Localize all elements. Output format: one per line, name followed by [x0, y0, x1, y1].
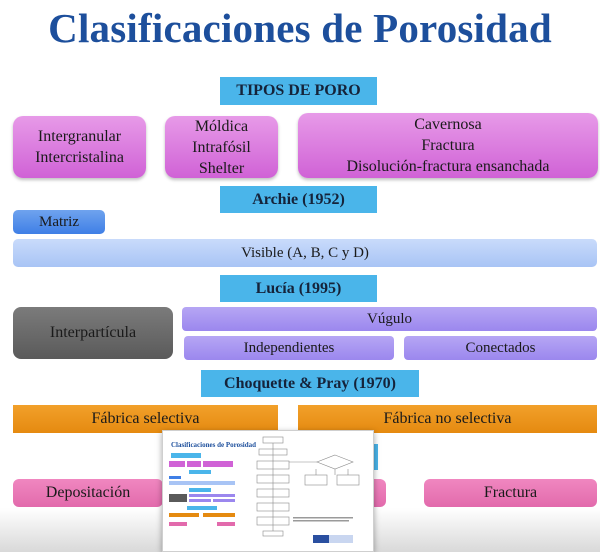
thumbnail-title: Clasificaciones de Porosidad: [171, 441, 257, 449]
header-lucia: Lucía (1995): [220, 275, 377, 302]
archie-matriz: Matriz: [13, 210, 105, 234]
page-title: Clasificaciones de Porosidad: [48, 5, 552, 51]
lucia-interparticula: Interpartícula: [13, 307, 173, 359]
fabrica-selectiva: Fábrica selectiva: [13, 405, 278, 433]
pore-type-cavernosa: Cavernosa Fractura Disolución-fractura e…: [298, 113, 598, 178]
lucia-conectados: Conectados: [404, 336, 597, 360]
thumbnail-preview-graphic: [169, 436, 360, 543]
video-thumbnail[interactable]: Clasificaciones de Porosidad: [162, 430, 374, 552]
depositacion: Depositación: [13, 479, 163, 507]
lucia-vugulo: Vúgulo: [182, 307, 597, 331]
archie-visible: Visible (A, B, C y D): [13, 239, 597, 267]
fabrica-no-selectiva: Fábrica no selectiva: [298, 405, 597, 433]
fractura: Fractura: [424, 479, 597, 507]
header-archie: Archie (1952): [220, 186, 377, 213]
pore-type-moldica: Móldica Intrafósil Shelter: [165, 116, 278, 178]
header-choquette-pray: Choquette & Pray (1970): [201, 370, 419, 397]
header-tipos-de-poro: TIPOS DE PORO: [220, 77, 377, 105]
lucia-independientes: Independientes: [184, 336, 394, 360]
pore-type-intergranular: Intergranular Intercristalina: [13, 116, 146, 178]
